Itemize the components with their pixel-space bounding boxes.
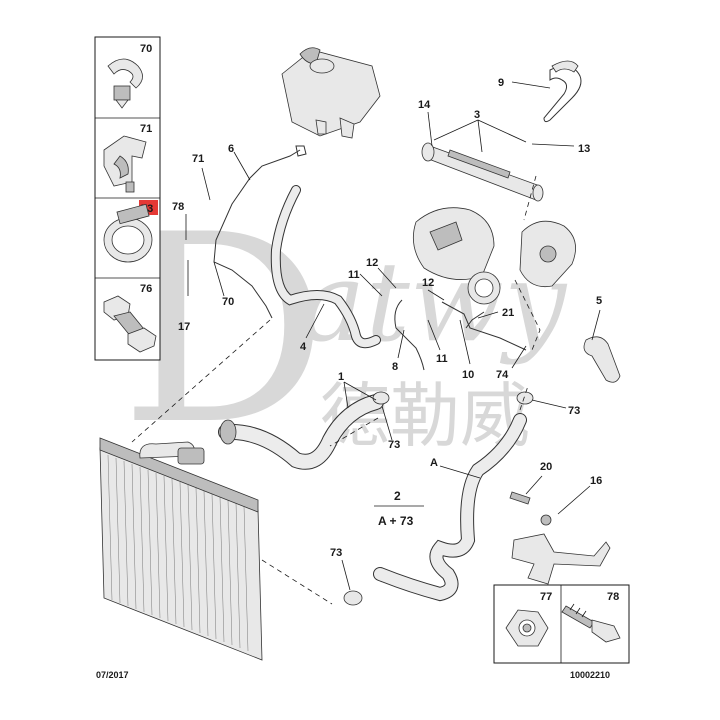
bracket-clip-icon bbox=[103, 135, 147, 193]
callout-70: 70 bbox=[222, 296, 234, 308]
hose-a bbox=[373, 413, 527, 602]
expansion-tank bbox=[281, 47, 381, 139]
date-code: 07/2017 bbox=[96, 670, 129, 680]
callout-73-middle: 73 bbox=[388, 439, 400, 451]
callout-20: 20 bbox=[540, 461, 552, 473]
clamps-73 bbox=[343, 391, 534, 606]
legend-item-70: 70 bbox=[107, 43, 152, 109]
callout-17: 17 bbox=[178, 321, 190, 333]
callout-5: 5 bbox=[596, 295, 602, 307]
legend-item-78: 78 bbox=[561, 591, 621, 643]
callouts: 9 14 3 13 6 71 78 17 70 11 12 12 21 5 4 … bbox=[172, 77, 602, 559]
small-pipes bbox=[394, 299, 527, 371]
callout-1: 1 bbox=[338, 371, 344, 383]
hose-6 bbox=[213, 145, 307, 319]
pipe-9 bbox=[543, 60, 582, 123]
side-legend: 70 71 73 bbox=[94, 36, 161, 361]
hose-clamp-icon bbox=[103, 203, 153, 263]
callout-74: 74 bbox=[496, 369, 509, 381]
assembly-note-formula: A + 73 bbox=[378, 514, 414, 528]
water-outlet-housing bbox=[519, 220, 576, 288]
callout-14: 14 bbox=[418, 99, 431, 111]
callout-13: 13 bbox=[578, 143, 590, 155]
upper-pipe-3 bbox=[421, 142, 544, 202]
callout-73-right: 73 bbox=[568, 405, 580, 417]
callout-8: 8 bbox=[392, 361, 398, 373]
legend-label-76: 76 bbox=[140, 283, 152, 295]
callout-12-upper: 12 bbox=[366, 257, 378, 269]
screw-icon bbox=[561, 603, 621, 643]
legend-item-71: 71 bbox=[103, 123, 152, 193]
callout-11-upper: 11 bbox=[348, 269, 360, 281]
flange-bolt-icon bbox=[103, 295, 157, 353]
callout-4: 4 bbox=[300, 341, 307, 353]
callout-3: 3 bbox=[474, 109, 480, 121]
leader-lines bbox=[185, 81, 601, 591]
callout-6: 6 bbox=[228, 143, 234, 155]
legend-item-73: 73 bbox=[103, 200, 158, 263]
callout-78: 78 bbox=[172, 201, 184, 213]
callout-11-lower: 11 bbox=[436, 353, 448, 365]
legend-label-70: 70 bbox=[140, 43, 152, 55]
legend-item-76: 76 bbox=[103, 283, 157, 353]
callout-16: 16 bbox=[590, 475, 602, 487]
assembly-note: 2 A + 73 bbox=[378, 489, 414, 528]
callout-71: 71 bbox=[192, 153, 204, 165]
assembly-note-number: 2 bbox=[394, 489, 401, 503]
callout-9: 9 bbox=[498, 77, 504, 89]
callout-10: 10 bbox=[462, 369, 474, 381]
hose-clip-icon bbox=[107, 58, 143, 109]
sleeve-20 bbox=[509, 491, 531, 505]
hex-nut-icon bbox=[505, 609, 549, 647]
legend-label-77: 77 bbox=[540, 591, 552, 603]
callout-a: A bbox=[430, 457, 438, 469]
bottom-legend: 77 78 bbox=[493, 584, 630, 664]
legend-item-77: 77 bbox=[505, 591, 552, 647]
hose-1 bbox=[218, 394, 384, 470]
callout-21: 21 bbox=[502, 307, 514, 319]
legend-label-71: 71 bbox=[140, 123, 152, 135]
hose-4 bbox=[270, 185, 381, 349]
bracket-16 bbox=[511, 514, 611, 585]
callout-12-lower: 12 bbox=[422, 277, 434, 289]
connector-lines bbox=[131, 175, 541, 605]
callout-73-lower: 73 bbox=[330, 547, 342, 559]
legend-label-78: 78 bbox=[607, 591, 619, 603]
radiator bbox=[99, 437, 263, 661]
turbocharger bbox=[412, 207, 501, 305]
diagram-reference: 10002210 bbox=[570, 670, 610, 680]
part-5-outlet bbox=[583, 336, 621, 383]
